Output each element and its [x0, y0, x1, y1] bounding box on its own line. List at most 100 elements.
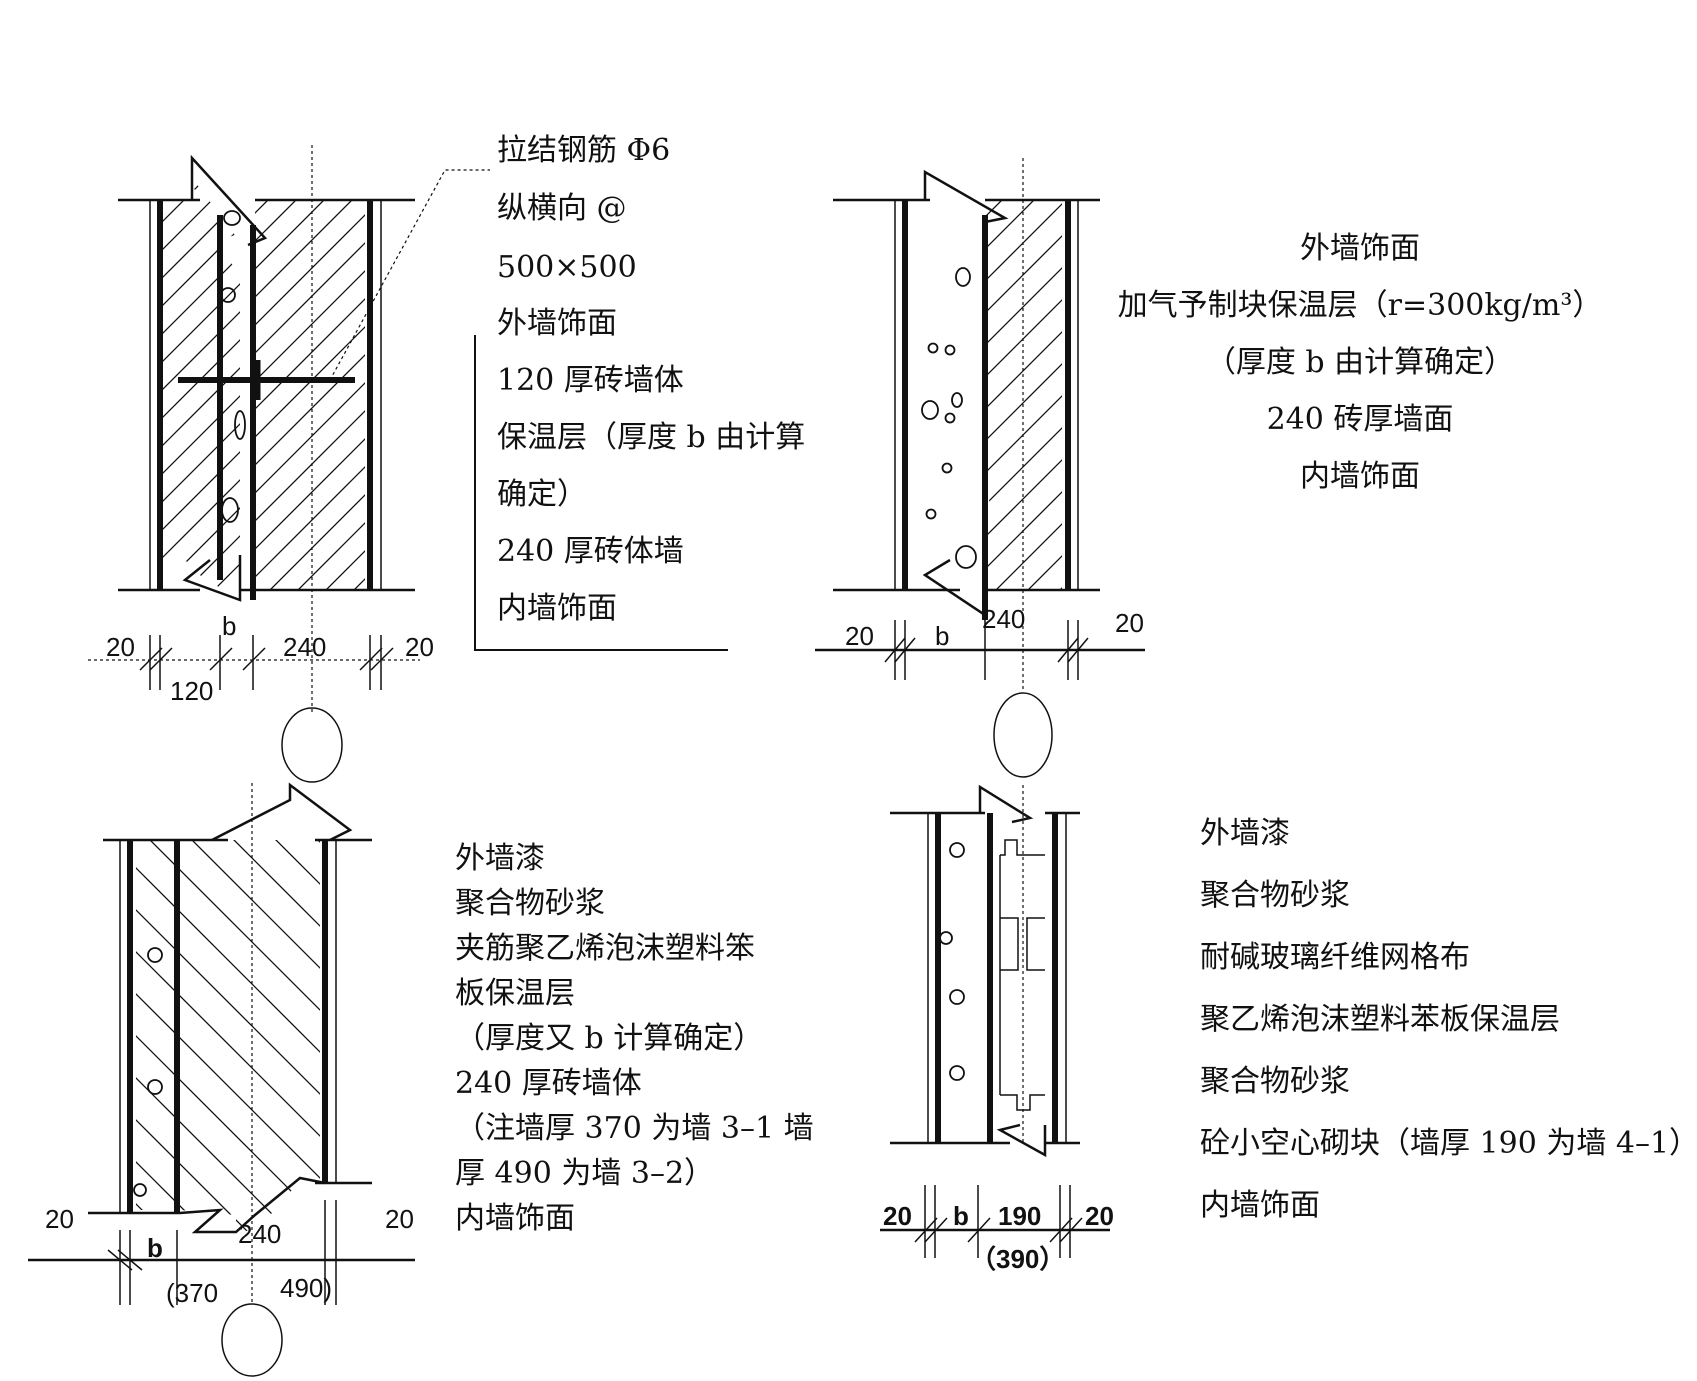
- hatch-line: [255, 200, 269, 214]
- d2-dim-b: b: [935, 621, 949, 651]
- d3-label-exterior-paint: 外墙漆: [455, 841, 545, 876]
- d2-label-exterior-finish: 外墙饰面: [1300, 231, 1420, 266]
- hatch-line: [1434, 190, 1697, 600]
- hatch-line: [980, 200, 1062, 590]
- d1-label-exterior-finish: 外墙饰面: [497, 306, 617, 341]
- d3-axis-bubble: [221, 1303, 283, 1377]
- d4-dim-left: 20: [883, 1201, 912, 1231]
- hatch-line: [158, 175, 240, 590]
- d4-label-eps-insulation: 聚乙烯泡沫塑料苯板保温层: [1200, 1002, 1560, 1037]
- hatch-line: [980, 200, 1062, 590]
- hatch-line: [136, 840, 257, 1232]
- hatch-line: [136, 840, 320, 1232]
- hatch-line: [980, 200, 1062, 590]
- hatch-line: [223, 840, 320, 1232]
- hollow-block-webs: [999, 839, 1045, 1111]
- hatch-line: [728, 830, 1138, 1240]
- hatch-line: [736, 190, 1146, 600]
- hatch-line: [255, 326, 365, 438]
- hatch-line: [158, 175, 179, 590]
- hatch-line: [136, 840, 299, 1232]
- d1-label-tie-bar: 拉结钢筋 Φ6: [497, 133, 670, 168]
- hatch-line: [764, 190, 1174, 600]
- hatch-line: [708, 190, 1118, 600]
- d4-label-hollow-block: 砼小空心砌块（墙厚 190 为墙 4–1）: [1200, 1126, 1697, 1161]
- d2-label-thickness: （厚度 b 由计算确定）: [1206, 345, 1514, 380]
- hatch-line: [985, 200, 1062, 590]
- d1-label-insulation: 保温层（厚度 b 由计算: [497, 420, 805, 455]
- d4-dim-b: b: [953, 1201, 969, 1231]
- hatch-line: [0, 830, 130, 1240]
- hatch-line: [158, 175, 240, 590]
- hatch-line: [1466, 190, 1697, 600]
- hatch-line: [255, 354, 365, 466]
- hatch-line: [980, 200, 1062, 590]
- d2-dim-right: 20: [1115, 608, 1144, 638]
- hatch-line: [158, 175, 240, 590]
- hatch-line: [136, 840, 215, 1232]
- hatch-line: [980, 200, 1062, 590]
- d2-dim-240: 240: [982, 604, 1025, 634]
- hatch-line: [158, 175, 240, 590]
- d3-label-insulation: 板保温层: [455, 976, 575, 1011]
- d3-label-240-brick: 240 厚砖墙体: [455, 1066, 642, 1101]
- d3-label-note-cont: 厚 490 为墙 3–2）: [455, 1156, 714, 1191]
- hatch-line: [980, 200, 1062, 590]
- hatch-line: [255, 270, 365, 382]
- d4-dim-390: （390）: [970, 1244, 1065, 1274]
- d3-dim-370: (370: [166, 1278, 218, 1308]
- d1-label-120-brick: 120 厚砖墙体: [497, 363, 684, 398]
- d2-label-240-brick: 240 砖厚墙面: [1267, 402, 1454, 437]
- d1-label-interior-finish: 内墙饰面: [497, 591, 617, 626]
- detail-3-wall-section: 20 b 240 20 (370 490) 外墙漆 聚合物砂浆 夹筋聚乙烯泡沫塑…: [0, 782, 1138, 1377]
- hatch-line: [980, 200, 1062, 590]
- d1-dim-left: 20: [106, 632, 135, 662]
- hatch-line: [255, 298, 365, 410]
- hatch-line: [680, 190, 1090, 600]
- d1-dim-120: 120: [170, 676, 213, 706]
- d2-dim-left: 20: [845, 621, 874, 651]
- d3-label-thickness: （厚度又 b 计算确定）: [455, 1021, 763, 1056]
- hatch-line: [255, 242, 365, 354]
- d4-label-exterior-paint: 外墙漆: [1200, 816, 1290, 851]
- d2-label-aerated-block: 加气予制块保温层（r=300kg/m³）: [1118, 288, 1603, 323]
- d1-label-grid: 500×500: [497, 250, 637, 285]
- hatch-line: [158, 175, 207, 590]
- hatch-line: [158, 175, 240, 590]
- d1-dim-right: 20: [405, 632, 434, 662]
- d3-label-polymer-mortar: 聚合物砂浆: [455, 886, 605, 921]
- d1-axis-bubble: [281, 707, 343, 783]
- hatch-line: [255, 200, 325, 270]
- d3-dim-240: 240: [238, 1219, 281, 1249]
- hatch-line: [255, 466, 365, 578]
- hatch-line: [297, 522, 365, 590]
- d1-label-insulation-cont: 确定）: [497, 477, 587, 512]
- d1-dim-240: 240: [283, 632, 326, 662]
- detail-2-wall-section: 20 b 240 20 外墙饰面 加气予制块保温层（r=300kg/m³） （厚…: [815, 158, 1697, 778]
- hatch-line: [255, 382, 365, 494]
- hatch-line: [1082, 190, 1492, 600]
- d4-label-polymer-mortar-2: 聚合物砂浆: [1200, 1064, 1350, 1099]
- hatch-line: [158, 175, 240, 590]
- hatch-line: [158, 175, 240, 590]
- d4-label-interior-finish: 内墙饰面: [1200, 1188, 1320, 1223]
- d3-label-interior-finish: 内墙饰面: [455, 1201, 575, 1236]
- d4-label-mesh: 耐碱玻璃纤维网格布: [1200, 940, 1470, 975]
- d3-dim-left: 20: [45, 1204, 74, 1234]
- hatch-line: [269, 494, 365, 590]
- d4-dim-190: 190: [998, 1201, 1041, 1231]
- d3-dim-490: 490): [280, 1273, 332, 1303]
- d1-label-240-brick: 240 厚砖体墙: [497, 534, 684, 569]
- hatch-line: [255, 438, 365, 550]
- hatch-line: [158, 175, 240, 590]
- hatch-line: [158, 175, 235, 590]
- hatch-line: [980, 200, 1062, 590]
- hatch-line: [255, 200, 353, 298]
- hatch-line: [980, 200, 1062, 590]
- hatch-line: [624, 190, 1034, 600]
- hatch-line: [652, 150, 1102, 600]
- hatch-line: [136, 840, 320, 1232]
- d3-label-note: （注墙厚 370 为墙 3–1 墙: [455, 1111, 814, 1146]
- d3-dim-b: b: [147, 1233, 163, 1263]
